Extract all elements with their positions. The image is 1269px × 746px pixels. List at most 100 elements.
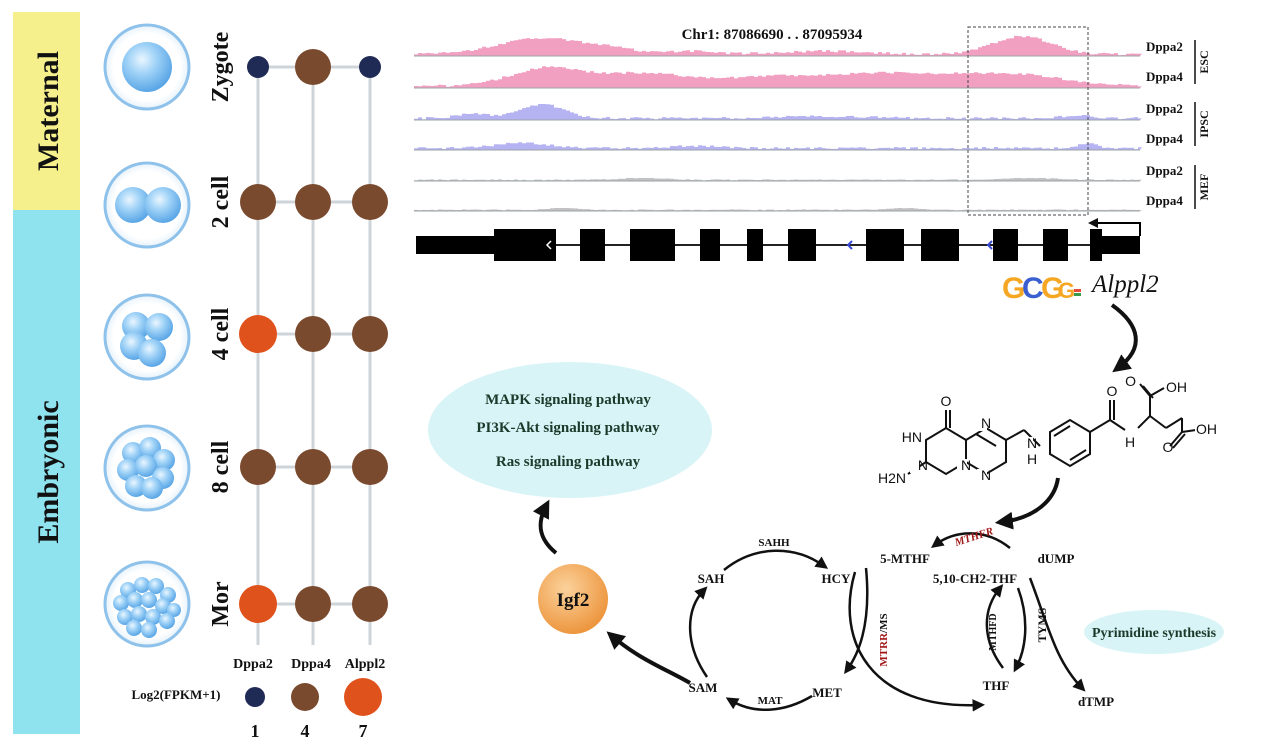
pathway-pi3k-akt: PI3K-Akt signaling pathway <box>476 420 660 436</box>
enzyme-mtrr: MTRR <box>878 632 890 667</box>
arrow-thf-to-ch2thf <box>985 584 1005 669</box>
metabolite-sah: SAH <box>698 571 725 586</box>
arrow-ch2thf-to-5mthf <box>930 532 1011 549</box>
metabolite-dtmp: dTMP <box>1078 694 1114 709</box>
atom-label-backdrop <box>1121 436 1131 450</box>
genome-coordinate: Chr1: 87086690 . . 87095934 <box>682 27 863 43</box>
dot-matrix <box>239 49 388 623</box>
dot-zygote-dppa2 <box>247 56 269 78</box>
dot-8-cell-alppl2 <box>352 449 388 485</box>
track-label-ipsc-dppa2: Dppa2 <box>1146 101 1183 116</box>
arrow-folate-to-cycle <box>994 477 1060 530</box>
coverage-track-esc-dppa4 <box>414 66 1142 88</box>
dot-4-cell-dppa4 <box>295 316 331 352</box>
legend-title: Log2(FPKM+1) <box>131 687 220 702</box>
atom-label-n: N <box>961 457 971 473</box>
arrow-hcy-to-met <box>844 567 869 675</box>
motif-letter-g2: G <box>1041 272 1064 305</box>
pyrimidine-label: Pyrimidine synthesis <box>1092 626 1217 641</box>
dot-mor-alppl2 <box>352 586 388 622</box>
motif-letter-c: C <box>1022 272 1044 305</box>
embryo-8-cell-icon <box>103 424 191 512</box>
dot-zygote-dppa4 <box>295 49 331 85</box>
igf2-label: Igf2 <box>557 590 590 611</box>
maternal-band <box>13 12 80 210</box>
atom-label-backdrop <box>977 469 987 483</box>
atom-label-backdrop <box>1023 453 1033 467</box>
coverage-track-mef-dppa2 <box>414 178 1142 181</box>
embryo-morula-icon <box>103 560 191 648</box>
atom-label-backdrop <box>1023 437 1033 451</box>
motif-letter-g3: G <box>1058 278 1075 303</box>
dot-zygote-alppl2 <box>359 56 381 78</box>
atom-label-n: N <box>981 467 991 483</box>
atom-label-n: N <box>981 415 991 431</box>
track-label-mef-dppa2: Dppa2 <box>1146 163 1183 178</box>
coverage-tracks <box>414 35 1142 212</box>
column-label-alppl2: Alppl2 <box>345 657 385 672</box>
embryonic-label: Embryonic <box>32 400 65 543</box>
pathway-ellipse <box>428 362 712 498</box>
atom-label-backdrop <box>937 395 947 409</box>
track-label-ipsc-dppa4: Dppa4 <box>1146 131 1183 146</box>
track-label-mef-dppa4: Dppa4 <box>1146 193 1183 208</box>
coverage-track-mef-dppa4 <box>414 208 1142 211</box>
legend-dot-high <box>344 678 382 716</box>
dot-4-cell-dppa2 <box>239 315 277 353</box>
legend-dot-low <box>245 687 265 707</box>
metabolite-dump: dUMP <box>1038 551 1075 566</box>
atom-label-o: O <box>1163 439 1174 455</box>
embryo-4-cell-icon <box>103 293 191 381</box>
highlight-box <box>967 26 1089 216</box>
atom-label-backdrop <box>1159 441 1169 455</box>
arrow-sam-to-igf2 <box>606 631 692 685</box>
enzyme-sahh: SAHH <box>758 537 790 549</box>
pyrimidine-ellipse <box>1084 610 1224 654</box>
arrow-5mthf-to-thf <box>848 571 985 712</box>
atom-label-backdrop <box>904 431 923 445</box>
metabolite-sam: SAM <box>689 680 718 695</box>
legend-value-low: 1 <box>251 721 260 741</box>
atom-label-h: H <box>1125 434 1135 450</box>
motif-logo: G C G G <box>1002 272 1081 305</box>
legend-value-mid: 4 <box>301 721 310 741</box>
stage-label-2-cell: 2 cell <box>208 175 234 228</box>
gene-model <box>416 229 1140 261</box>
dot-2-cell-dppa4 <box>295 184 331 220</box>
dot-8-cell-dppa4 <box>295 449 331 485</box>
atom-label-n: N <box>1027 435 1037 451</box>
coverage-track-ipsc-dppa2 <box>414 104 1142 120</box>
legend-value-high: 7 <box>359 721 368 741</box>
dot-4-cell-alppl2 <box>352 316 388 352</box>
atom-label-hn: HN <box>902 429 922 445</box>
dot-2-cell-alppl2 <box>352 184 388 220</box>
enzyme-mthfr: MTHFR <box>952 525 994 549</box>
atom-label-oh: OH <box>1166 379 1187 395</box>
embryo-2-cell-icon <box>103 161 191 249</box>
group-label-ipsc: IPSC <box>1197 110 1211 137</box>
dot-mor-dppa4 <box>295 586 331 622</box>
arrow-sah-to-hcy <box>723 549 829 571</box>
enzyme-mat: MAT <box>758 695 784 707</box>
enzyme-mtrr-ms: MTRR/MS <box>878 613 890 666</box>
group-label-esc: ESC <box>1197 50 1211 73</box>
arrow-ch2thf-to-thf <box>1013 587 1027 673</box>
metabolite-thf: THF <box>983 678 1010 693</box>
atom-label-h2n: H2N <box>878 470 906 486</box>
dot-matrix-grid <box>256 65 372 645</box>
arrow-met-to-sam <box>725 694 813 711</box>
atom-label-n: N <box>918 457 928 473</box>
atom-label-backdrop <box>1165 381 1184 395</box>
arrow-gene-to-folate <box>1110 303 1138 373</box>
atom-label-backdrop <box>1118 375 1128 389</box>
atom-label-o: O <box>941 393 952 409</box>
atom-label-backdrop <box>977 417 987 431</box>
column-label-dppa4: Dppa4 <box>291 657 331 672</box>
atom-label-o: O <box>1125 373 1136 389</box>
atom-label-backdrop <box>910 459 920 473</box>
